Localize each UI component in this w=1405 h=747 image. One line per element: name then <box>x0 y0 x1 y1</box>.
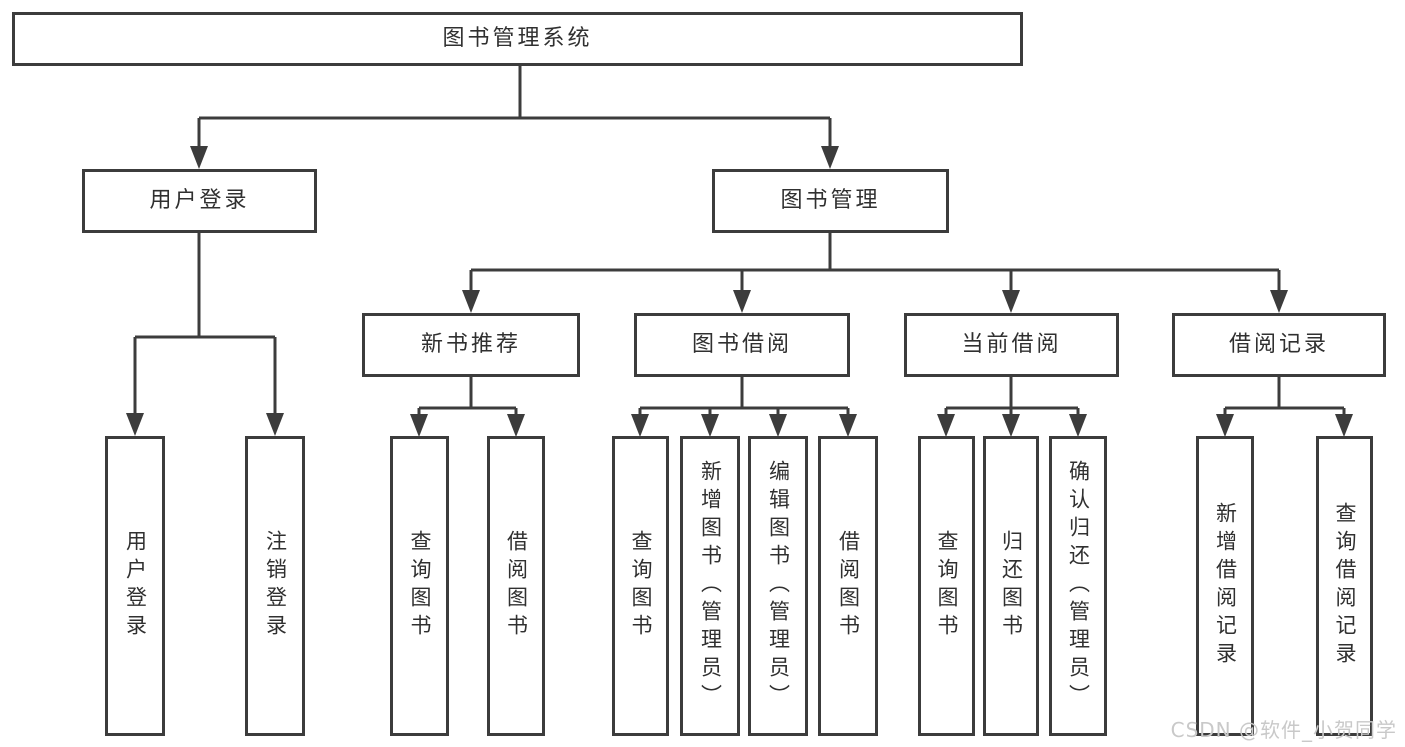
leaf-recommend-query-books: 查询图书 <box>390 436 449 736</box>
node-current-borrowing: 当前借阅 <box>904 313 1119 377</box>
leaf-borrowing-query-books: 查询图书 <box>612 436 669 736</box>
leaf-borrowing-borrow-books: 借阅图书 <box>818 436 878 736</box>
leaf-records-add-record: 新增借阅记录 <box>1196 436 1254 736</box>
node-root-library-management-system: 图书管理系统 <box>12 12 1023 66</box>
leaf-current-query-books: 查询图书 <box>918 436 975 736</box>
leaf-records-query-record: 查询借阅记录 <box>1316 436 1373 736</box>
leaf-borrowing-add-books-admin: 新增图书（管理员） <box>680 436 740 736</box>
watermark: CSDN @软件_小贺同学 <box>1170 718 1397 742</box>
leaf-borrowing-edit-books-admin: 编辑图书（管理员） <box>748 436 808 736</box>
node-book-management-branch: 图书管理 <box>712 169 949 233</box>
leaf-logout: 注销登录 <box>245 436 305 736</box>
node-book-borrowing: 图书借阅 <box>634 313 850 377</box>
node-user-login-branch: 用户登录 <box>82 169 317 233</box>
node-borrowing-records: 借阅记录 <box>1172 313 1386 377</box>
leaf-current-confirm-return-admin: 确认归还（管理员） <box>1049 436 1107 736</box>
node-new-book-recommend: 新书推荐 <box>362 313 580 377</box>
leaf-user-login: 用户登录 <box>105 436 165 736</box>
leaf-current-return-books: 归还图书 <box>983 436 1039 736</box>
leaf-recommend-borrow-books: 借阅图书 <box>487 436 545 736</box>
